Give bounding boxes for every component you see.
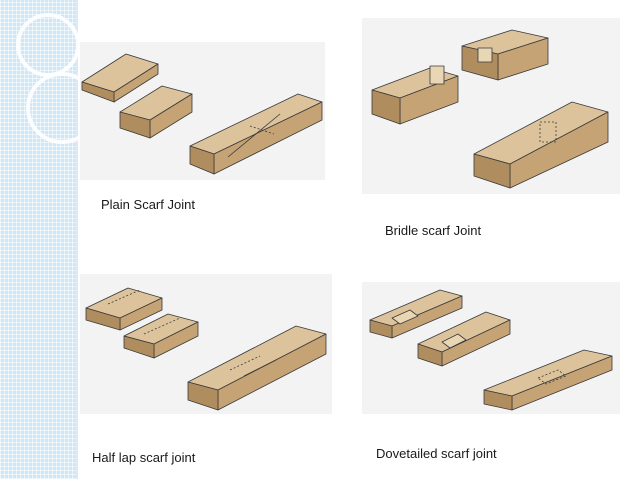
dovetailed-scarf-joint-figure (362, 282, 620, 414)
caption-plain-scarf-joint: Plain Scarf Joint (101, 197, 195, 212)
decorative-side-strip (0, 0, 78, 479)
strip-edge-line (76, 0, 78, 479)
half-lap-scarf-joint-figure (80, 274, 332, 414)
plain-scarf-joint-figure (80, 42, 325, 180)
caption-dovetailed-scarf-joint: Dovetailed scarf joint (376, 446, 497, 461)
caption-bridle-scarf-joint: Bridle scarf Joint (385, 223, 482, 238)
caption-half-lap-scarf-joint: Half lap scarf joint (92, 450, 196, 465)
bridle-scarf-joint-figure (362, 18, 620, 194)
